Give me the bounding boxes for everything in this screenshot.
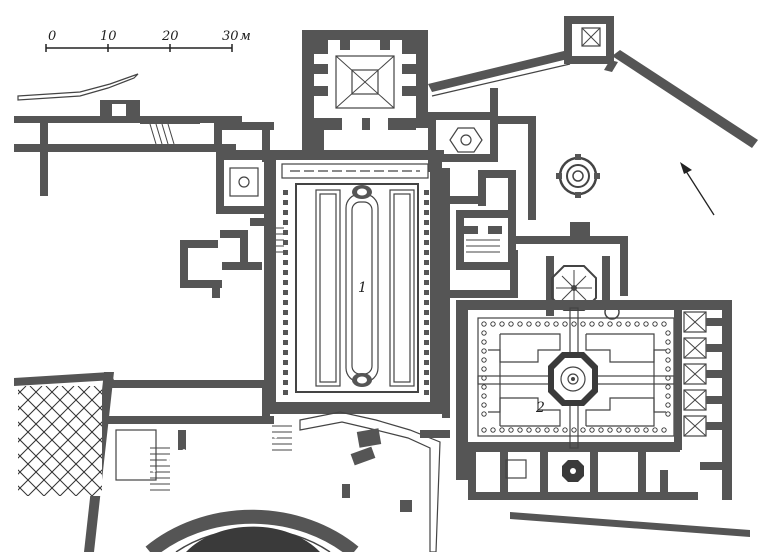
scale-tick-30: 30 [222,29,239,44]
round-pavilion [556,154,600,198]
east-rooms [674,300,722,450]
court-1-label: 1 [358,280,367,296]
west-walls [14,73,274,196]
south-rooms [468,452,750,537]
court-2: 2 [456,300,732,500]
north-east-walls [428,16,758,148]
scale-tick-20: 20 [161,29,179,44]
middle-rooms [442,168,518,418]
court-1: 1 [264,150,444,414]
hexagon-chamber [428,88,536,220]
court-2-label: 2 [535,400,545,416]
west-square-room [216,150,272,214]
north-arrow-icon [680,162,715,216]
scale-bar: 0 10 20 30 м [45,29,251,52]
octagonal-vestibule [516,222,628,320]
circular-theatre [14,372,450,552]
scale-tick-10: 10 [100,29,117,44]
scale-tick-0: 0 [48,29,56,44]
scale-unit: м [240,29,251,44]
north-domed-hall [302,30,428,150]
